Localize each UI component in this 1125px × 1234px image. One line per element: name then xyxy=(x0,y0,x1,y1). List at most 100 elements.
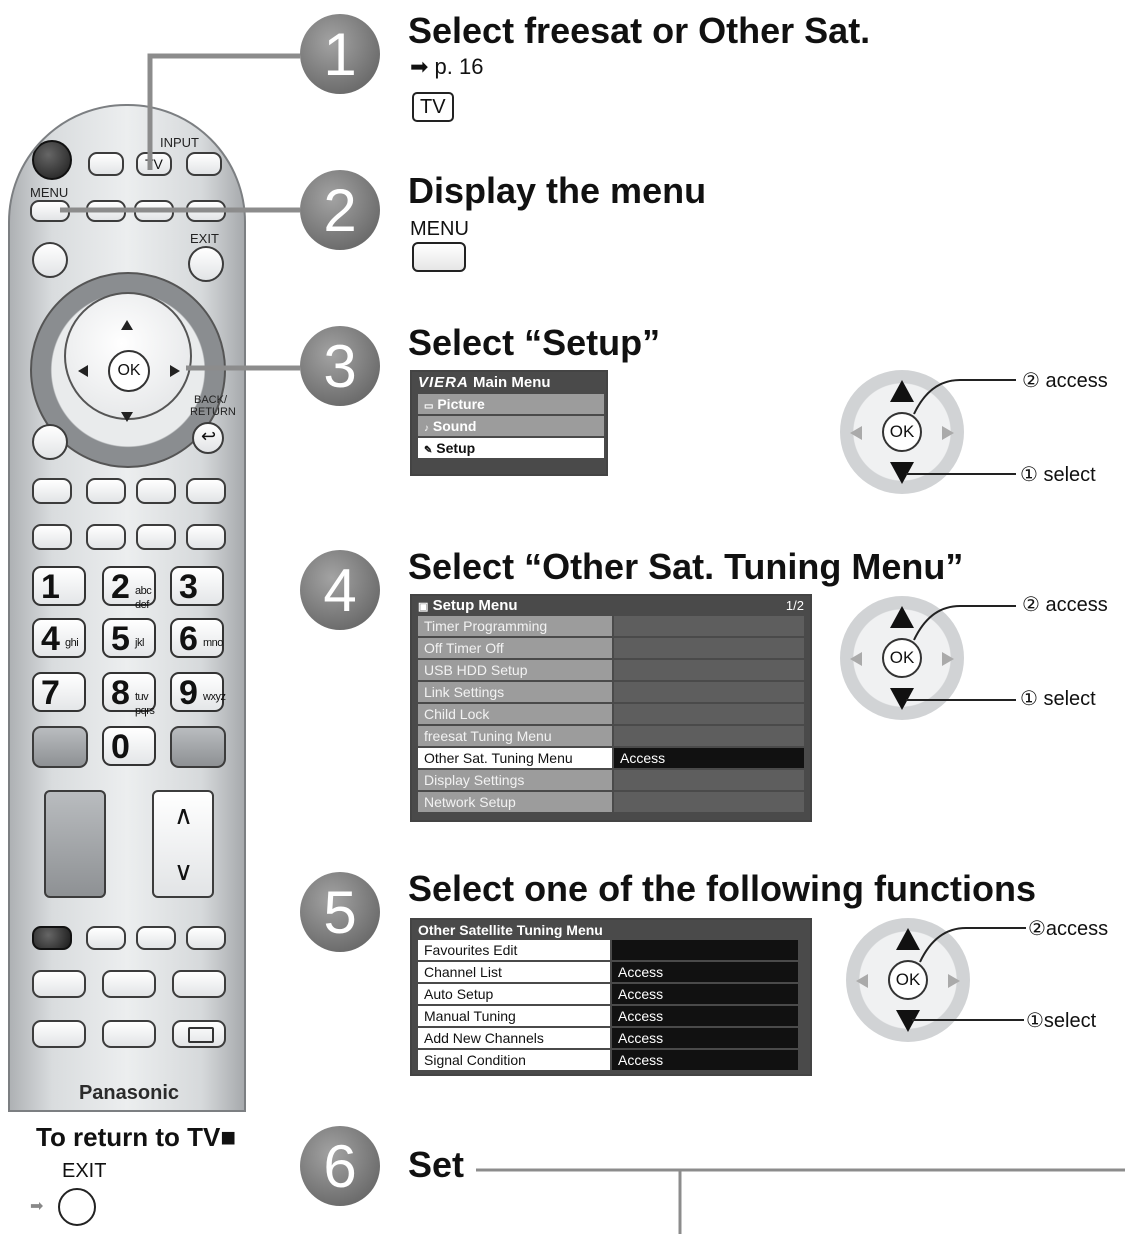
menu-row-value: Access xyxy=(614,748,804,768)
menu-row-label: Link Settings xyxy=(418,682,612,702)
input-blank-button[interactable] xyxy=(88,152,124,176)
menu-row[interactable]: Off Timer Off xyxy=(418,638,804,658)
step-2-title: Display the menu xyxy=(408,170,707,211)
row-a-button-4[interactable] xyxy=(186,478,226,504)
row-a-button-1[interactable] xyxy=(32,478,72,504)
up-arrow-icon xyxy=(890,380,914,402)
bottom-row-3-button-1[interactable] xyxy=(32,1020,86,1048)
row-a-button-2[interactable] xyxy=(86,478,126,504)
dpad-right-icon[interactable] xyxy=(170,365,180,377)
return-label: RETURN xyxy=(190,406,236,418)
row-b-button-3[interactable] xyxy=(136,524,176,550)
menu-row[interactable]: Timer Programming xyxy=(418,616,804,636)
volume-button[interactable] xyxy=(44,790,106,898)
ok-button[interactable]: OK xyxy=(108,350,150,392)
setup-icon: ✎ xyxy=(424,445,433,456)
step-6-number: 6 xyxy=(300,1126,380,1206)
step-1-number: 1 xyxy=(300,14,380,94)
step-4-title: Select “Other Sat. Tuning Menu” xyxy=(408,546,964,587)
menu-row[interactable]: Link Settings xyxy=(418,682,804,702)
bottom-row-3-button-2[interactable] xyxy=(102,1020,156,1048)
bottom-row-2-button-3[interactable] xyxy=(172,970,226,998)
step-1-tv-button[interactable]: TV xyxy=(412,92,454,122)
channel-down-icon: ∨ xyxy=(174,856,194,886)
back-return-button[interactable]: ↩ xyxy=(192,422,224,454)
main-menu-item-selected[interactable]: ✎ Setup xyxy=(418,438,604,458)
bottom-row-2-button-2[interactable] xyxy=(102,970,156,998)
key-0[interactable]: 0 xyxy=(102,726,156,766)
dpad-down-icon[interactable] xyxy=(121,412,133,422)
option-button[interactable] xyxy=(32,242,68,278)
menu-row-label: Timer Programming xyxy=(418,616,612,636)
return-exit-button[interactable] xyxy=(58,1188,96,1226)
ok-diagram-3-leaders xyxy=(906,379,1016,475)
left-arrow-icon xyxy=(856,974,868,988)
right-arrow-icon xyxy=(942,426,954,440)
main-menu-item[interactable]: ♪ Sound xyxy=(418,416,604,436)
key-3[interactable]: 3 xyxy=(170,566,224,606)
step-3-number: 3 xyxy=(300,326,380,406)
key-blank-left[interactable] xyxy=(32,726,88,768)
menu-row-label: Auto Setup xyxy=(418,984,610,1004)
menu-row[interactable]: freesat Tuning Menu xyxy=(418,726,804,746)
step-5-number: 5 xyxy=(300,872,380,952)
row-b-button-2[interactable] xyxy=(86,524,126,550)
other-sat-menu-screen: Other Satellite Tuning Menu Favourites E… xyxy=(410,918,812,1076)
channel-button[interactable]: ∧ ∨ xyxy=(152,790,214,898)
ok-diagram-5-access-label: ②access xyxy=(1028,918,1109,940)
bottom-row-1-button-4[interactable] xyxy=(186,926,226,950)
step-6-title: Set xyxy=(408,1144,465,1185)
guide-button[interactable] xyxy=(32,424,68,460)
key-1[interactable]: 1 xyxy=(32,566,86,606)
picture-icon: ▭ xyxy=(424,401,434,412)
menu-row-value xyxy=(614,660,804,680)
exit-button[interactable] xyxy=(188,246,224,282)
row-b-button-1[interactable] xyxy=(32,524,72,550)
step-2-menu-button[interactable] xyxy=(412,242,466,272)
row-a-button-3[interactable] xyxy=(136,478,176,504)
right-arrow-icon xyxy=(948,974,960,988)
step-4-number: 4 xyxy=(300,550,380,630)
setup-menu-header: ▣ Setup Menu 1/2 xyxy=(412,596,810,616)
main-menu-item[interactable]: ▭ Picture xyxy=(418,394,604,414)
menu-row[interactable]: Child Lock xyxy=(418,704,804,724)
return-to-tv-text: To return to TV■ xyxy=(36,1122,237,1152)
menu-row[interactable]: Favourites Edit xyxy=(418,940,798,960)
bottom-row-1-button-2[interactable] xyxy=(86,926,126,950)
dpad-left-icon[interactable] xyxy=(78,365,88,377)
menu-row[interactable]: Network Setup xyxy=(418,792,804,812)
ok-diagram-4-leaders xyxy=(906,605,1016,701)
menu-row[interactable]: USB HDD Setup xyxy=(418,660,804,680)
menu-row-label: Child Lock xyxy=(418,704,612,724)
channel-up-icon: ∧ xyxy=(174,800,194,830)
row-b-button-4[interactable] xyxy=(186,524,226,550)
key-7[interactable]: 7 xyxy=(32,672,86,712)
bottom-row-3-button-3[interactable] xyxy=(172,1020,226,1048)
av-button[interactable] xyxy=(186,152,222,176)
bottom-row-1-button-1[interactable] xyxy=(32,926,72,950)
setup-menu-title: Setup Menu xyxy=(432,597,518,614)
tv-button[interactable]: TV xyxy=(136,152,172,176)
left-arrow-icon xyxy=(850,652,862,666)
bottom-row-1-button-3[interactable] xyxy=(136,926,176,950)
menu-label: MENU xyxy=(30,185,69,200)
menu-row-label: Display Settings xyxy=(418,770,612,790)
menu-row[interactable]: Display Settings xyxy=(418,770,804,790)
power-button[interactable] xyxy=(32,140,72,180)
key-blank-right[interactable] xyxy=(170,726,226,768)
bottom-row-2-button-1[interactable] xyxy=(32,970,86,998)
dpad-up-icon[interactable] xyxy=(121,320,133,330)
